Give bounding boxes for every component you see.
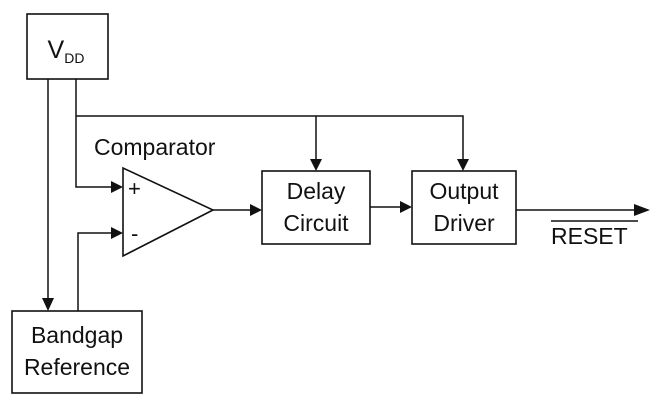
reset-output: RESET [551, 220, 638, 249]
wire-vdd-to-plus [75, 79, 111, 188]
bandgap-reference-block: Bandgap Reference [11, 310, 143, 394]
reset-label: RESET [551, 223, 628, 249]
wire-bandgap-to-minus [77, 232, 111, 311]
delay-circuit-label-line2: Circuit [283, 210, 349, 236]
output-driver-block: Output Driver [411, 170, 517, 245]
vdd-block: VDD [26, 13, 109, 80]
vdd-label: VDD [48, 36, 85, 66]
bandgap-reference-box [11, 310, 143, 394]
arrow-into-driver-top [457, 159, 469, 171]
bandgap-reference-label-line2: Reference [24, 354, 130, 380]
comparator-label: Comparator [94, 134, 216, 160]
arrow-into-plus [111, 181, 123, 193]
arrowheads [42, 159, 650, 311]
wire-vdd-rail [76, 115, 464, 159]
arrow-into-delay-top [310, 159, 322, 171]
delay-circuit-label-line1: Delay [287, 178, 346, 204]
comparator-minus-sign: - [131, 221, 138, 246]
bandgap-reference-label-line1: Bandgap [31, 322, 123, 348]
delay-circuit-block: Delay Circuit [261, 170, 371, 245]
arrow-into-minus [111, 227, 123, 239]
comparator-plus-sign: + [128, 176, 141, 201]
arrow-into-delay [250, 204, 262, 216]
vdd-box [26, 13, 109, 80]
output-driver-box [411, 170, 517, 245]
arrow-into-driver [400, 201, 412, 213]
output-driver-label-line1: Output [429, 178, 499, 204]
comparator-triangle [122, 166, 215, 258]
output-driver-label-line2: Driver [433, 210, 495, 236]
delay-circuit-box [261, 170, 371, 245]
comparator-block: Comparator + - [94, 134, 216, 258]
arrow-into-bandgap [42, 298, 54, 311]
arrow-reset-out [634, 204, 650, 216]
connection-wires [47, 79, 634, 311]
